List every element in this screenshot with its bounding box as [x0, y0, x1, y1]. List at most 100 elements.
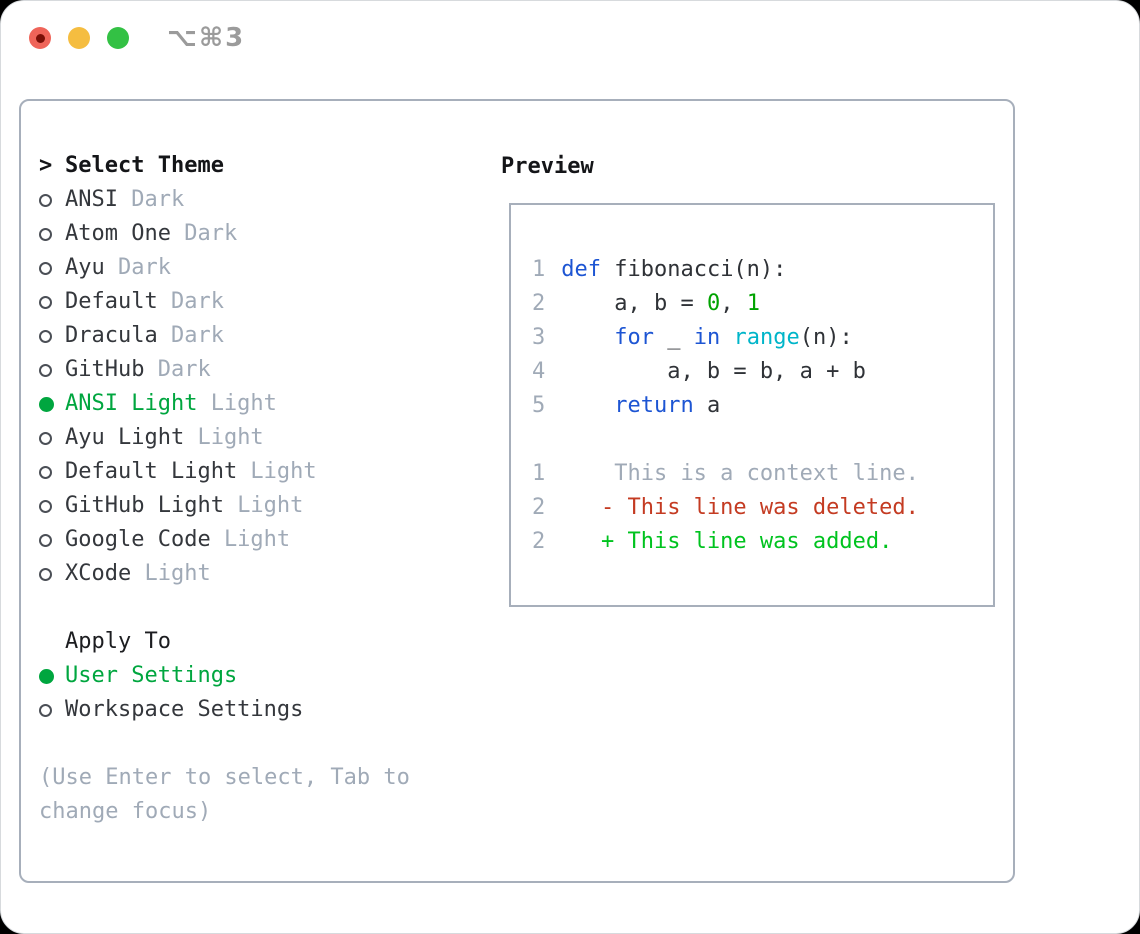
close-modified-dot-icon — [35, 33, 45, 43]
code-preview: 1 def fibonacci(n): 2 a, b = 0, 1 3 for _ i… — [532, 252, 993, 558]
theme-option[interactable]: ANSI Light Light — [39, 387, 410, 421]
theme-variant-badge: Dark — [184, 221, 238, 246]
close-button[interactable] — [29, 27, 51, 49]
help-line: change focus) — [39, 799, 212, 824]
theme-variant-badge: Light — [237, 493, 304, 518]
line-number: 2 — [532, 528, 546, 554]
spacer — [39, 591, 410, 625]
theme-label: Google Code — [65, 527, 211, 552]
line-number: 2 — [532, 494, 546, 520]
help-text: (Use Enter to select, Tab to change focu… — [39, 761, 410, 829]
theme-label: Default Light — [65, 459, 238, 484]
radio-icon — [39, 465, 52, 479]
theme-option[interactable]: Default Dark — [39, 285, 410, 319]
line-number: 2 — [532, 290, 546, 316]
apply-target-option[interactable]: Workspace Settings — [39, 693, 410, 727]
radio-icon — [39, 567, 52, 581]
code-text: This is a context line. — [561, 461, 919, 486]
theme-label: Default — [65, 289, 158, 314]
line-number: 1 — [532, 256, 546, 282]
line-number: 3 — [532, 324, 546, 350]
theme-option[interactable]: XCode Light — [39, 557, 410, 591]
code-line: 2 a, b = 0, 1 — [532, 286, 993, 320]
code-segment: (n): — [799, 324, 853, 350]
theme-variant-badge: Light — [144, 561, 211, 586]
code-segment — [561, 325, 614, 350]
theme-option[interactable]: Ayu Dark — [39, 251, 410, 285]
radio-icon — [39, 533, 52, 547]
code-text: a, b = 0, 1 — [561, 291, 760, 316]
theme-option[interactable]: Default Light Light — [39, 455, 410, 489]
code-segment: return — [614, 392, 694, 418]
code-text: - This line was deleted. — [561, 495, 919, 520]
radio-icon — [39, 193, 52, 207]
theme-label: Dracula — [65, 323, 158, 348]
minimize-button[interactable] — [68, 27, 90, 49]
spacer — [532, 422, 993, 456]
apply-target-label: Workspace Settings — [65, 697, 304, 722]
code-segment: def — [561, 256, 601, 282]
code-segment: , — [720, 290, 747, 316]
window-title-shortcut: ⌥⌘3 — [167, 23, 246, 53]
theme-variant-badge: Light — [250, 459, 317, 484]
apply-target-option[interactable]: User Settings — [39, 659, 410, 693]
theme-variant-badge: Dark — [131, 187, 185, 212]
radio-selected-icon — [39, 396, 54, 412]
line-number: 4 — [532, 358, 546, 384]
code-segment: fibonacci(n): — [600, 256, 787, 282]
code-text: + This line was added. — [561, 529, 892, 554]
radio-icon — [39, 227, 52, 241]
maximize-button[interactable] — [107, 27, 129, 49]
theme-option[interactable]: Atom One Dark — [39, 217, 410, 251]
theme-option[interactable]: ANSI Dark — [39, 183, 410, 217]
code-line: 4 a, b = b, a + b — [532, 354, 993, 388]
code-segment: - This line was deleted. — [561, 494, 919, 520]
code-text: a, b = b, a + b — [561, 359, 866, 384]
code-text: def fibonacci(n): — [561, 257, 786, 282]
radio-icon — [39, 329, 52, 343]
theme-label: Ayu Light — [65, 425, 185, 450]
code-segment: _ — [653, 324, 694, 350]
theme-variant-badge: Dark — [117, 255, 171, 280]
theme-label: Atom One — [65, 221, 171, 246]
theme-variant-badge: Light — [210, 391, 277, 416]
code-segment: + This line was added. — [561, 528, 893, 554]
theme-variant-badge: Light — [223, 527, 291, 552]
apply-to-header: Apply To — [39, 625, 410, 659]
code-line: 5 return a — [532, 388, 993, 422]
help-line: (Use Enter to select, Tab to — [39, 765, 410, 790]
code-line: 1 def fibonacci(n): — [532, 252, 993, 286]
code-text: for _ in range(n): — [561, 325, 852, 350]
preview-pane: 1 def fibonacci(n): 2 a, b = 0, 1 3 for _ i… — [509, 203, 995, 607]
radio-icon — [39, 431, 52, 445]
code-segment: for — [614, 324, 654, 350]
theme-option[interactable]: Ayu Light Light — [39, 421, 410, 455]
theme-variant-badge: Dark — [170, 289, 224, 314]
radio-icon — [39, 261, 52, 275]
preview-title: Preview — [501, 153, 594, 179]
radio-selected-icon — [39, 668, 54, 684]
theme-variant-badge: Light — [197, 425, 264, 450]
code-segment: in — [693, 324, 721, 350]
code-text: return a — [561, 393, 720, 418]
radio-icon — [39, 499, 52, 513]
theme-label: Ayu — [65, 255, 105, 280]
code-segment: range — [733, 324, 800, 350]
theme-option[interactable]: Google Code Light — [39, 523, 410, 557]
theme-variant-badge: Dark — [157, 357, 211, 382]
theme-label: ANSI — [65, 187, 118, 212]
code-segment: a, b = — [561, 290, 707, 316]
code-line: 1 This is a context line. — [532, 456, 993, 490]
code-segment: 1 — [746, 290, 760, 316]
select-theme-header: >Select Theme — [39, 149, 410, 183]
theme-label: ANSI Light — [65, 391, 198, 416]
code-segment: This is a context line. — [561, 460, 919, 486]
theme-label: XCode — [65, 561, 132, 586]
